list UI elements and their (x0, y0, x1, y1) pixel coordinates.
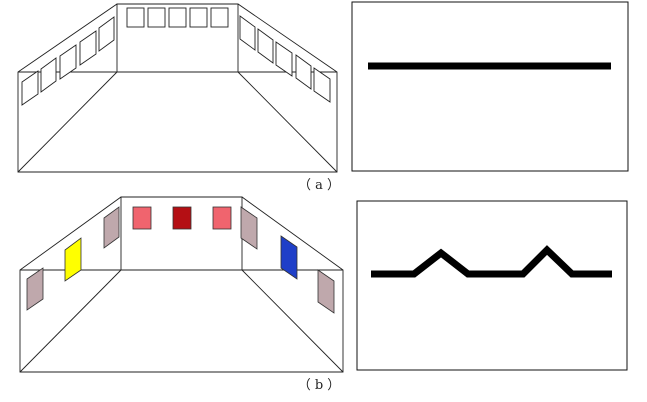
frame-outline (168, 7, 187, 28)
frame-outline (295, 54, 312, 90)
frame-outline (275, 41, 293, 77)
room-b-floor-edge-right (241, 269, 344, 373)
painting-mauve (103, 206, 120, 249)
peaked-line (371, 245, 612, 278)
painting-mauve (240, 206, 258, 250)
panel-a-box (351, 1, 629, 172)
room-a-right-frames (239, 15, 331, 103)
panel-b (356, 200, 628, 371)
caption-a: （ a ） (298, 178, 340, 193)
painting-pink (212, 206, 232, 230)
room-a-floor-edge-left (17, 71, 118, 173)
painting-blue (280, 235, 298, 280)
room-a-back-frames (126, 7, 229, 28)
painting-pink (132, 206, 152, 230)
frame-outline (126, 7, 145, 28)
room-a-outline (17, 3, 338, 173)
frame-outline (147, 7, 166, 28)
panel-a (351, 1, 629, 172)
frame-outline (40, 57, 57, 93)
caption-b: （ b ） (298, 378, 341, 393)
frame-outline (189, 7, 208, 28)
room-a-floor-edge-right (237, 71, 338, 173)
frame-outline (21, 70, 39, 106)
panel-b-box (356, 200, 628, 371)
room-b-floor-edge-left (19, 269, 122, 373)
frame-outline (59, 44, 77, 80)
frame-outline (98, 16, 115, 52)
frame-outline (313, 67, 331, 103)
frame-outline (239, 15, 256, 51)
room-b (19, 196, 344, 373)
painting-dark-red (172, 206, 192, 230)
painting-yellow (64, 237, 82, 282)
painting-mauve (317, 269, 335, 314)
frame-outline (79, 30, 97, 66)
room-a-left-frames (21, 16, 115, 106)
frame-outline (210, 7, 229, 28)
frame-outline (257, 28, 274, 64)
painting-mauve (26, 267, 44, 311)
room-a (17, 3, 338, 173)
